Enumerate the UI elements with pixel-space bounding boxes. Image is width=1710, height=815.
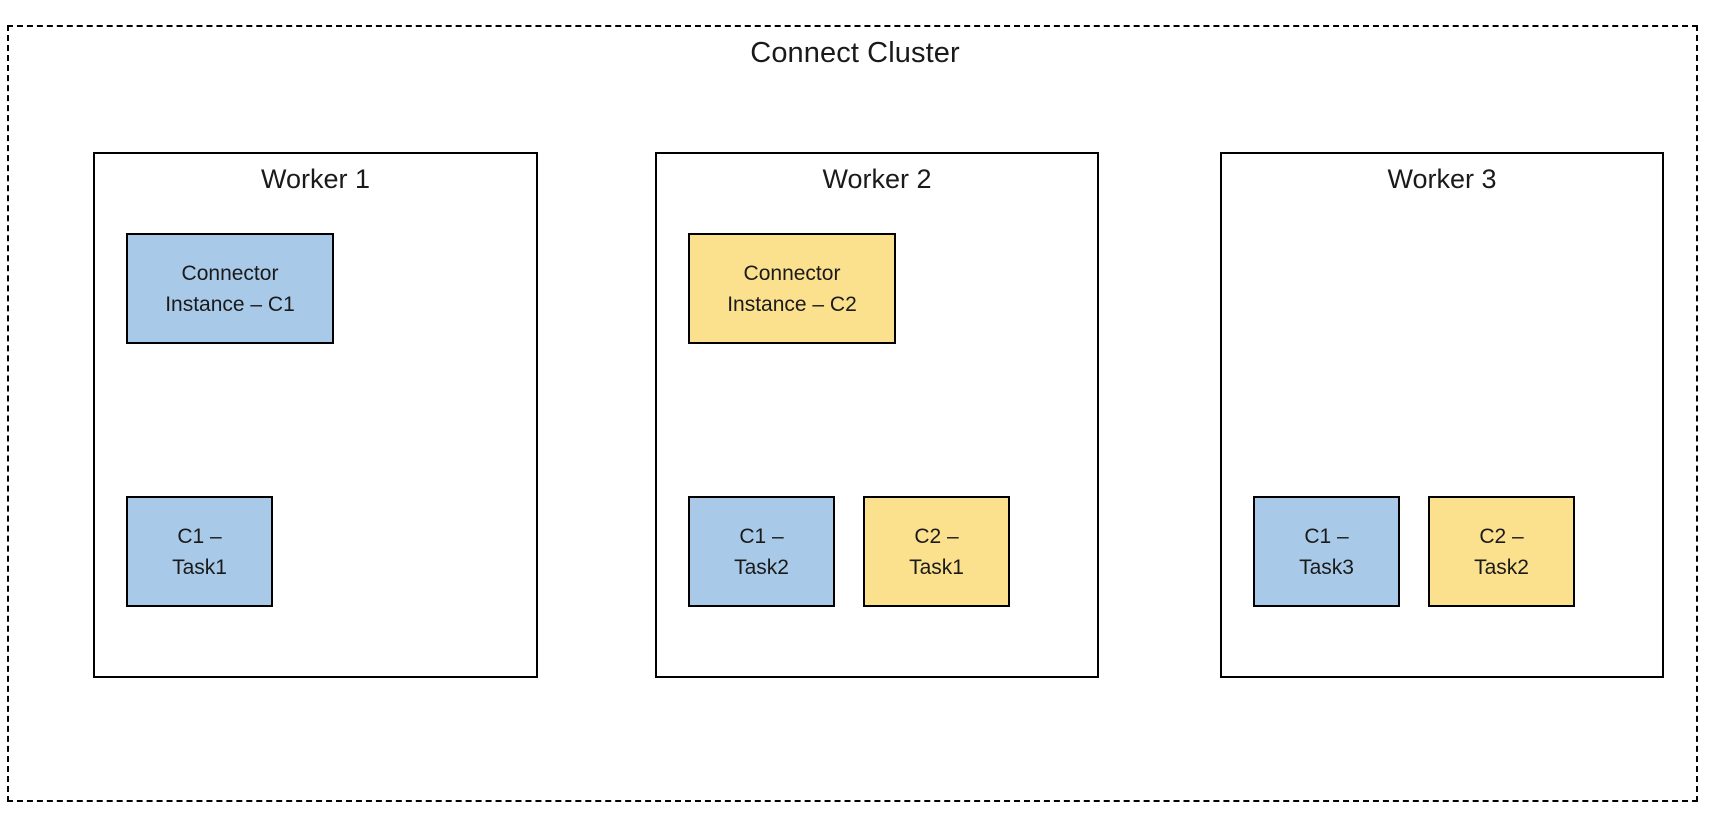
task-c1-task1[interactable]: C1 – Task1 bbox=[126, 496, 273, 607]
task-c2-task1[interactable]: C2 – Task1 bbox=[863, 496, 1010, 607]
connect-cluster-title: Connect Cluster bbox=[750, 37, 960, 69]
connector-instance-c1[interactable]: Connector Instance – C1 bbox=[126, 233, 334, 344]
worker-box-2[interactable]: Worker 2 Connector Instance – C2 C1 – Ta… bbox=[655, 152, 1099, 678]
connect-cluster-boundary bbox=[7, 25, 1698, 802]
worker-title-1: Worker 1 bbox=[260, 164, 371, 194]
task-c1-task3[interactable]: C1 – Task3 bbox=[1253, 496, 1400, 607]
worker-box-1[interactable]: Worker 1 Connector Instance – C1 C1 – Ta… bbox=[93, 152, 538, 678]
connector-instance-c2[interactable]: Connector Instance – C2 bbox=[688, 233, 896, 344]
task-c2-task2[interactable]: C2 – Task2 bbox=[1428, 496, 1575, 607]
worker-title-2: Worker 2 bbox=[822, 164, 932, 194]
task-c1-task2[interactable]: C1 – Task2 bbox=[688, 496, 835, 607]
worker-title-3: Worker 3 bbox=[1387, 164, 1497, 194]
worker-box-3[interactable]: Worker 3 C1 – Task3 C2 – Task2 bbox=[1220, 152, 1664, 678]
